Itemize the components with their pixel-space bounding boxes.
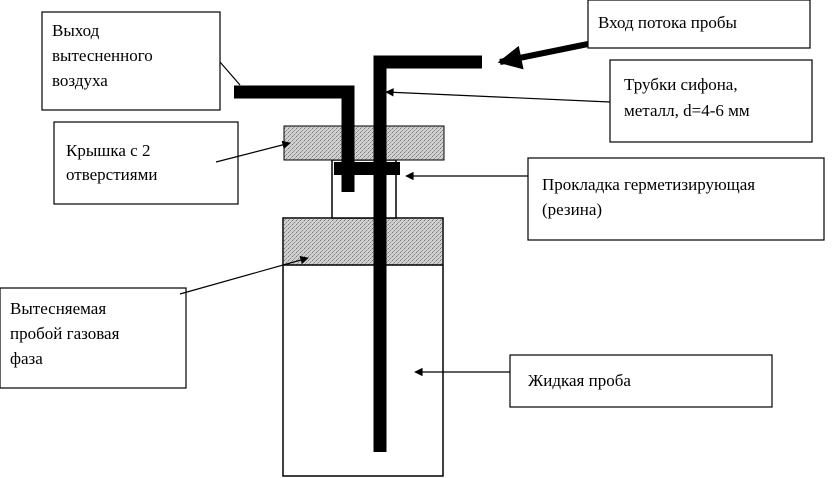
- gas-phase-layer: [284, 219, 442, 265]
- arrow-air-outlet: [219, 61, 241, 86]
- siphon-tubes-label: Трубки сифона, металл, d=4-6 мм: [624, 75, 750, 120]
- arrow-gas-phase: [179, 256, 309, 295]
- label-box-lid: [53, 121, 239, 205]
- sample-inlet-tube: [373, 55, 482, 452]
- air-outlet-label: Выход вытесненного воздуха: [52, 21, 157, 90]
- arrow-sample-inlet: [497, 41, 589, 70]
- gas-phase-label: Вытесняемая пробой газовая фаза: [10, 299, 124, 368]
- air-outlet-tube: [234, 85, 355, 192]
- lid-label: Крышка с 2 отверстиями: [66, 141, 157, 184]
- arrow-lid: [215, 140, 291, 163]
- sample-inlet-label: Вход потока пробы: [598, 13, 738, 32]
- lid: [283, 125, 445, 161]
- label-box-air-outlet: [41, 11, 221, 111]
- liquid-sample-label: Жидкая проба: [528, 371, 631, 390]
- label-box-gas-phase: [0, 287, 187, 389]
- label-box-siphon-tubes: [609, 59, 813, 143]
- gasket-label: Прокладка герметизирующая (резина): [542, 175, 759, 219]
- arrow-siphon-tubes: [385, 88, 611, 103]
- label-box-gasket: [527, 157, 825, 241]
- label-box-liquid-sample: [509, 354, 773, 408]
- label-box-sample-inlet: [587, 0, 811, 49]
